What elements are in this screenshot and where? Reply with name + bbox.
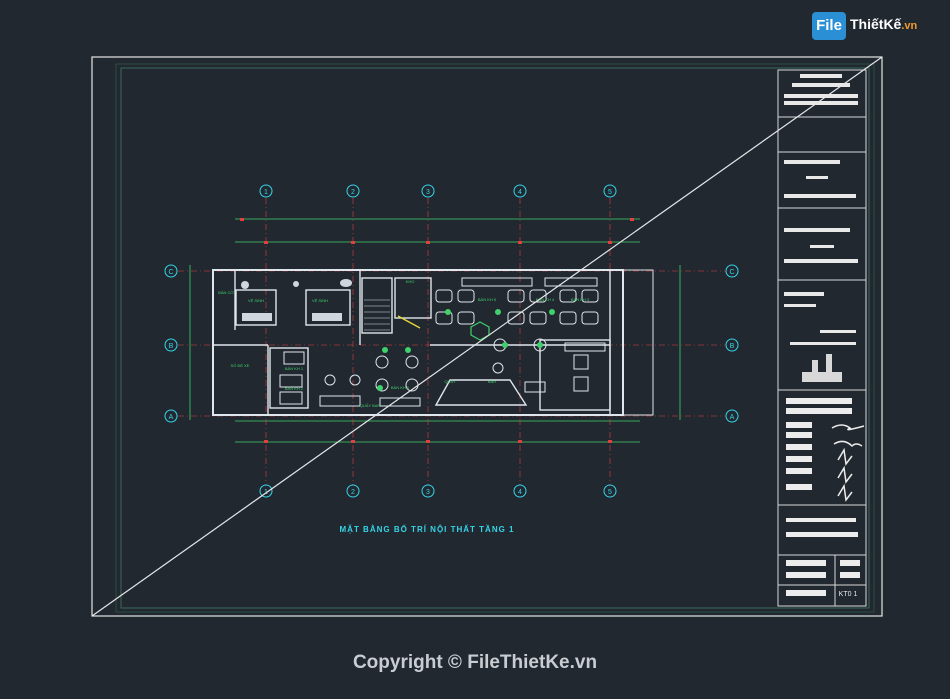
room-label: BAR	[488, 379, 496, 384]
grid-bubble-label: A	[169, 414, 174, 421]
room-label: VỆ SINH	[312, 298, 328, 303]
copyright-watermark: Copyright © FileThietKe.vn	[352, 652, 598, 673]
sheet-border-line	[115, 63, 875, 613]
room-label: BÀN KH 2	[285, 386, 304, 391]
room-label: QUẦY BAR	[360, 403, 381, 408]
sheet-outer-frame	[91, 56, 883, 617]
room-label: BÀN KH 1	[285, 366, 304, 371]
grid-bubble-label: 3	[426, 189, 430, 196]
room-label: BÀN CỜ	[218, 290, 234, 295]
logo-name: ThiếtKế	[850, 16, 902, 32]
sheet-diagonal-line	[91, 56, 883, 617]
grid-bubble-label: B	[169, 343, 174, 350]
room-label: KHO	[406, 279, 415, 284]
logo-suffix: .vn	[901, 20, 918, 32]
grid-bubble-label: 2	[351, 189, 355, 196]
room-label: BÀN KH 5	[478, 297, 497, 302]
logo-box: File	[812, 12, 846, 40]
room-label: SỐ ĐỂ XE	[231, 363, 250, 368]
grid-bubble-label: 4	[518, 189, 522, 196]
logo-text: ThiếtKế.vn	[850, 16, 917, 32]
sheet-inner-frame	[120, 67, 870, 609]
title-block: KT0 1	[777, 69, 867, 607]
room-label: BÀN KH 4	[536, 297, 555, 302]
grid-bubble-label: A	[730, 414, 735, 421]
room-label: VỆ SINH	[248, 298, 264, 303]
grid-bubble-label: 5	[608, 189, 612, 196]
grid-bubble-label: 2	[351, 489, 355, 496]
grid-bubble-label: 1	[264, 189, 268, 196]
room-label: BÀN KH 3	[571, 297, 590, 302]
drawing-title: MẶT BẰNG BỐ TRÍ NỘI THẤT TẦNG 1	[340, 524, 515, 534]
grid-bubble-label: 4	[518, 489, 522, 496]
grid-bubble-label: 3	[426, 489, 430, 496]
room-label: QUẦY	[444, 379, 456, 384]
room-label: BÀN KH 6	[391, 385, 410, 390]
sheet-number: KT0 1	[839, 591, 858, 598]
grid-bubble-label: B	[730, 343, 735, 350]
grid-bubble-label: C	[729, 269, 734, 276]
grid-bubble-label: C	[168, 269, 173, 276]
grid-bubble-label: 5	[608, 489, 612, 496]
filethietke-logo[interactable]: File ThiếtKế.vn	[812, 10, 922, 44]
